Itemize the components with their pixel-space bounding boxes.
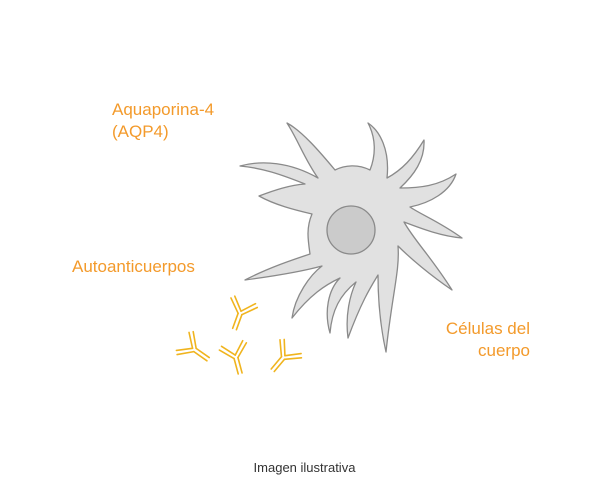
- antibody: [230, 295, 259, 331]
- body-cells-label-line2: cuerpo: [478, 341, 530, 360]
- image-caption: Imagen ilustrativa: [253, 460, 356, 475]
- aqp4-label: Aquaporina-4 (AQP4): [112, 99, 214, 143]
- autoantibodies-label: Autoanticuerpos: [72, 257, 195, 276]
- body-cells-label: Células del cuerpo: [420, 318, 530, 362]
- aqp4-label-line1: Aquaporina-4: [112, 100, 215, 119]
- antibody: [175, 330, 211, 362]
- cell-nucleus: [326, 205, 376, 255]
- cell: [239, 122, 463, 353]
- antibody: [218, 339, 248, 375]
- autoantibodies-group: [175, 295, 303, 375]
- antibody: [270, 338, 303, 373]
- body-cells-label-line1: Células del: [445, 319, 530, 338]
- aqp4-label-line2: (AQP4): [112, 122, 169, 141]
